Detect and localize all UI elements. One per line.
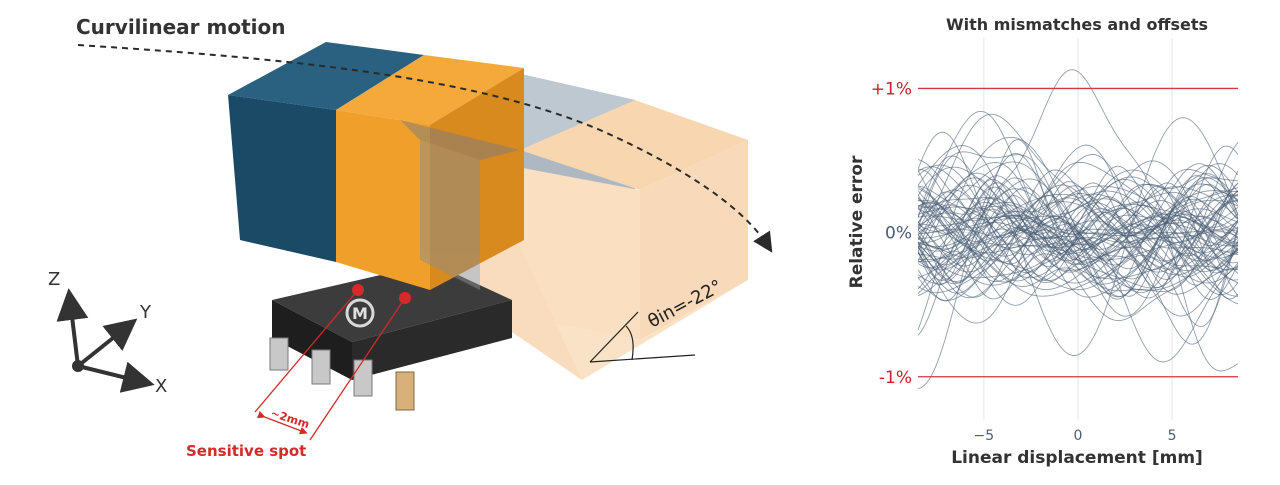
chip-logo-icon bbox=[345, 298, 375, 328]
x-axis-label: Linear displacement [mm] bbox=[951, 448, 1203, 468]
error-curve bbox=[918, 189, 1238, 274]
error-curve bbox=[918, 186, 1238, 271]
error-curve bbox=[918, 187, 1238, 260]
error-curve bbox=[918, 178, 1238, 270]
error-curve bbox=[918, 169, 1238, 298]
axis-y-label: Y bbox=[139, 302, 152, 323]
x-tick-label: −5 bbox=[974, 428, 995, 444]
sensor-diagram: M ~2mm Sensitive spot Curvilinear motion bbox=[48, 15, 773, 460]
x-tick-label: 5 bbox=[1168, 428, 1177, 444]
error-curve bbox=[918, 181, 1238, 286]
chip-logo-text: M bbox=[352, 304, 368, 323]
axis-x-label: X bbox=[155, 376, 167, 397]
error-curve bbox=[918, 175, 1238, 297]
error-curve bbox=[918, 178, 1238, 281]
error-curve bbox=[918, 177, 1238, 282]
error-curve bbox=[918, 166, 1238, 284]
error-curve bbox=[918, 200, 1238, 264]
error-curve bbox=[918, 183, 1238, 282]
error-curve bbox=[918, 117, 1238, 356]
error-curve bbox=[918, 182, 1238, 300]
error-curve bbox=[918, 215, 1238, 243]
chart-title: With mismatches and offsets bbox=[946, 15, 1208, 34]
error-curve bbox=[918, 151, 1238, 279]
y-tick-label: -1% bbox=[879, 368, 912, 388]
error-curve bbox=[918, 177, 1238, 265]
angle-annotation bbox=[589, 311, 696, 363]
x-tick-labels: −5 0 5 bbox=[974, 428, 1177, 444]
sensor-chip: M bbox=[269, 263, 512, 411]
ghost-magnet-front bbox=[400, 120, 520, 290]
coordinate-axes bbox=[56, 288, 155, 393]
axis-z-label: Z bbox=[48, 269, 60, 290]
limit-lines bbox=[918, 87, 1238, 378]
motion-label: Curvilinear motion bbox=[76, 15, 285, 39]
chip-pins bbox=[269, 337, 415, 411]
error-curve bbox=[918, 164, 1238, 291]
error-curve bbox=[918, 182, 1238, 288]
error-curve bbox=[918, 163, 1238, 294]
error-curve bbox=[918, 131, 1238, 292]
x-tick-label: 0 bbox=[1074, 428, 1083, 444]
y-tick-label: +1% bbox=[871, 79, 912, 99]
error-curve bbox=[918, 208, 1238, 271]
motion-path bbox=[77, 44, 773, 253]
error-curve bbox=[918, 142, 1238, 289]
error-curve bbox=[918, 161, 1238, 324]
error-curve bbox=[918, 193, 1238, 270]
error-curve bbox=[918, 144, 1238, 301]
error-curve bbox=[918, 184, 1238, 336]
error-curve bbox=[918, 160, 1238, 297]
error-curve bbox=[918, 176, 1238, 297]
error-curve bbox=[918, 203, 1238, 279]
error-chart: +1% 0% -1% −5 0 5 With mismatches and offset… bbox=[847, 15, 1238, 468]
error-curve bbox=[918, 190, 1238, 297]
sensitive-spot-label: Sensitive spot bbox=[186, 442, 306, 460]
error-curve bbox=[918, 113, 1238, 363]
y-axis-label: Relative error bbox=[847, 155, 867, 288]
error-curve bbox=[918, 110, 1238, 322]
y-tick-labels: +1% 0% -1% bbox=[871, 79, 912, 387]
spot-leaders bbox=[254, 289, 406, 441]
error-curve bbox=[918, 187, 1238, 291]
error-curve bbox=[918, 200, 1238, 268]
y-tick-label: 0% bbox=[885, 224, 912, 244]
error-curve bbox=[918, 185, 1238, 302]
error-curve bbox=[918, 136, 1238, 345]
spacing-label: ~2mm bbox=[269, 406, 311, 431]
error-curves bbox=[918, 69, 1238, 390]
